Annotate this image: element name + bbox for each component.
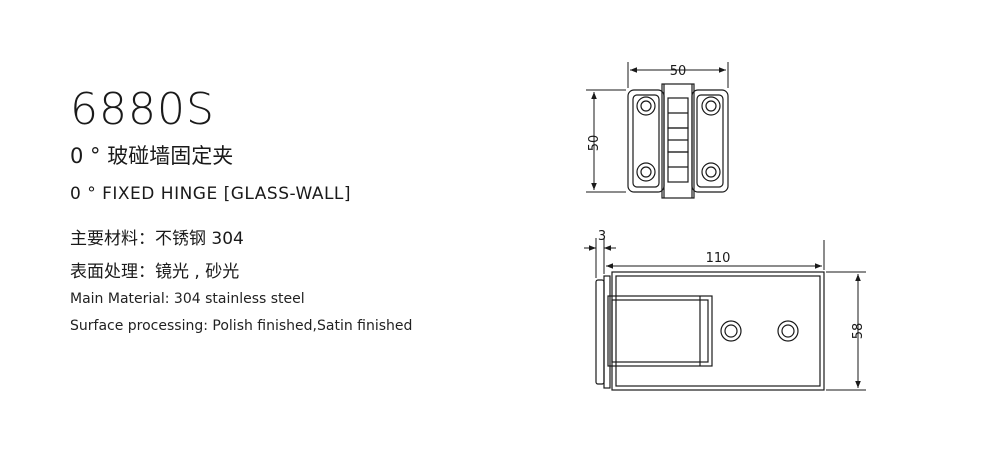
- top-view: [627, 83, 729, 199]
- clamp-gasket: [603, 275, 611, 389]
- hinge-body: [607, 295, 713, 367]
- top-view-width-label: 50: [670, 64, 687, 79]
- screw-icon: [777, 320, 799, 342]
- screw-icon: [701, 162, 721, 182]
- screw-icon: [636, 162, 656, 182]
- right-plate-inner: [696, 94, 724, 188]
- top-view-height-label: 50: [587, 135, 602, 152]
- material-zh: 主要材料：不锈钢 304: [70, 229, 244, 249]
- model-number: 6880S: [70, 84, 215, 135]
- product-title-zh: 0 ° 玻碰墙固定夹: [70, 144, 234, 168]
- material-en: Main Material: 304 stainless steel: [70, 291, 305, 307]
- side-view-height-label: 58: [851, 323, 866, 340]
- left-plate-inner: [632, 94, 660, 188]
- side-view-length-dimension: [606, 240, 825, 270]
- center-body: [661, 83, 695, 199]
- side-view-offset-label: 3: [598, 229, 606, 244]
- screw-icon: [720, 320, 742, 342]
- product-title-en: 0 ° FIXED HINGE [GLASS-WALL]: [70, 184, 352, 204]
- finish-en: Surface processing: Polish finished,Sati…: [70, 318, 413, 334]
- glass-clamp-plate: [595, 279, 605, 385]
- finish-zh: 表面处理：镜光 , 砂光: [70, 262, 240, 282]
- side-view-offset-dimension: [584, 238, 616, 278]
- top-view-width-dimension: [627, 62, 729, 88]
- side-view-length-label: 110: [706, 251, 731, 266]
- side-view-height-dimension: [826, 271, 866, 391]
- screw-icon: [701, 96, 721, 116]
- wall-plate-inner: [615, 275, 821, 387]
- hinge-body-inner: [611, 299, 709, 363]
- wall-plate: [611, 271, 825, 391]
- screw-icon: [636, 96, 656, 116]
- side-view: [595, 271, 825, 391]
- top-view-height-dimension: [586, 89, 626, 193]
